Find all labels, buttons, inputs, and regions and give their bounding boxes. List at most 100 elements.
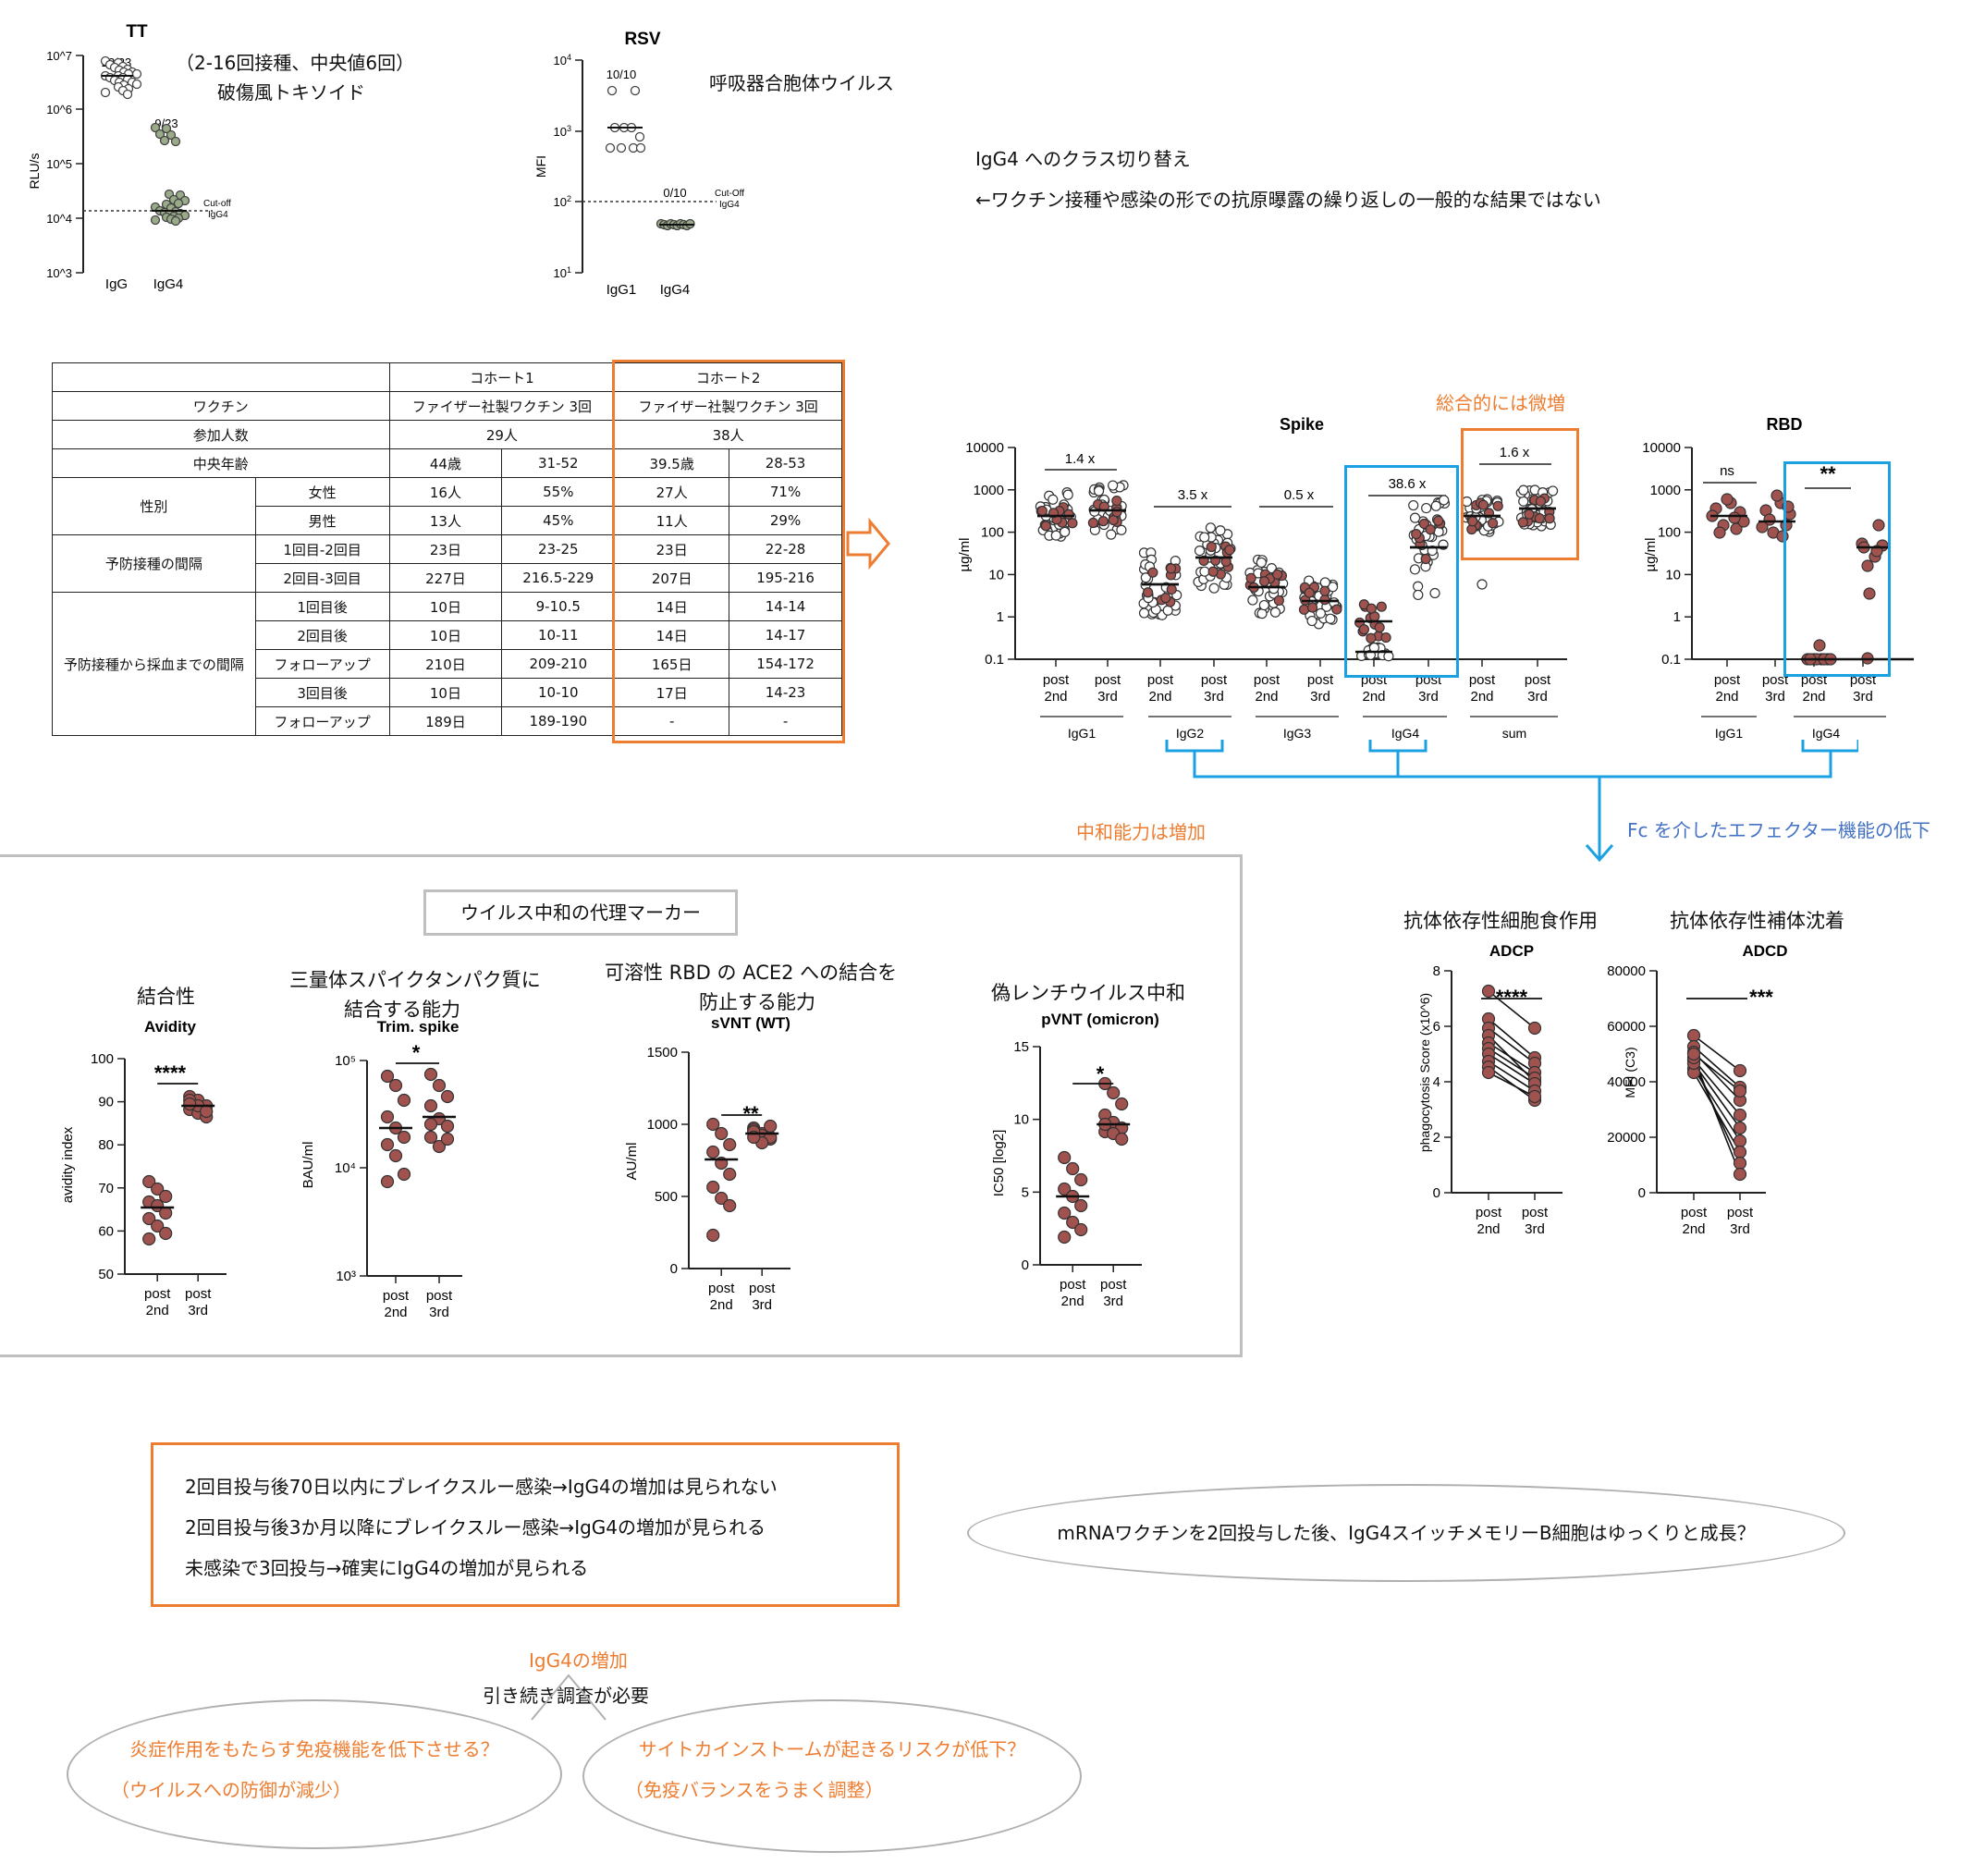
x-label: 3rd: [1525, 1221, 1545, 1237]
cell: 227日: [388, 563, 503, 593]
spike-point: [1194, 545, 1206, 557]
tt-cutoff2: IgG4: [208, 210, 228, 220]
neut-point: [715, 1191, 729, 1206]
rsv-count-igg1: 10/10: [607, 67, 637, 81]
eff-point: [1481, 984, 1496, 999]
spike-title: Spike: [1280, 415, 1324, 434]
fold-label: 3.5 x: [1178, 487, 1208, 503]
neut-point: [380, 1137, 395, 1152]
adcd-ylabel: MFI (C3): [1623, 1047, 1637, 1097]
neut-point: [159, 1189, 173, 1204]
rsv-ylabel: MFI: [533, 155, 548, 178]
cell: 22-28: [729, 534, 842, 564]
tt-note1: （2-16回接種、中央値6回）: [176, 52, 415, 74]
x-label: post: [708, 1281, 735, 1296]
effector-charts: ADCP ADCD phagocytosis Score (x10^6) MFI…: [1417, 942, 1788, 1237]
x-label: 2nd: [1682, 1221, 1705, 1237]
finding: 2回目投与後70日以内にブレイクスルー感染→IgG4の増加は見られない: [185, 1476, 778, 1498]
fold-label: 1.4 x: [1065, 451, 1096, 467]
tt-point: [150, 215, 161, 226]
pair-line: [1693, 1053, 1741, 1092]
rbd-point: [1728, 511, 1741, 524]
pvnt-sig: *: [1097, 1062, 1105, 1085]
cell: 55%: [501, 477, 616, 507]
cell: 29人: [388, 420, 616, 449]
svg-text:103: 103: [554, 124, 571, 139]
trim-ylabel: BAU/ml: [300, 1142, 316, 1189]
tt-note2: 破傷風トキソイド: [217, 81, 365, 104]
x-label: 2nd: [1802, 689, 1825, 705]
neut-point: [1115, 1097, 1129, 1111]
spike-point: [1298, 604, 1310, 615]
tick-label: 1: [1673, 609, 1681, 625]
group-label: IgG2: [1176, 726, 1205, 741]
cell: -: [614, 706, 730, 736]
cell: 1回目-2回目: [254, 534, 390, 564]
tt-point: [100, 87, 111, 98]
x-label: post: [426, 1288, 453, 1304]
group-label: IgG3: [1283, 726, 1312, 741]
pair-line: [1488, 1035, 1536, 1083]
tick-label: 1000: [1650, 483, 1681, 498]
spike-point: [1547, 485, 1559, 497]
neut-point: [440, 1119, 455, 1134]
x-label: 3rd: [429, 1305, 449, 1320]
th-cohort1: コホート1: [388, 362, 616, 392]
rsv-count-igg4: 0/10: [663, 186, 686, 200]
neut-point: [151, 1182, 165, 1196]
rsv-point: [634, 131, 645, 142]
tick-label: 0: [1638, 1185, 1646, 1201]
neut-point: [380, 1174, 395, 1189]
eff-points: [1481, 984, 1747, 1182]
adcp-jp: 抗体依存性細胞食作用: [1403, 910, 1598, 932]
group-label: IgG4: [1391, 726, 1420, 741]
spike-point: [1247, 595, 1258, 606]
spike-point: [1304, 587, 1315, 598]
cell: 10-11: [501, 620, 616, 650]
rbd-point: [1863, 587, 1876, 600]
tick-label: 0.1: [985, 652, 1004, 668]
tick-label: 500: [655, 1189, 678, 1205]
x-label: 2nd: [710, 1297, 733, 1313]
cell: 23-25: [501, 534, 616, 564]
spike-point: [1207, 566, 1219, 577]
spike-point: [1411, 528, 1422, 540]
tt-cat: IgG: [105, 276, 128, 292]
tt-point: [165, 129, 177, 141]
pair-line: [1693, 1062, 1741, 1129]
spike-point: [1477, 499, 1489, 510]
spike-point: [1106, 529, 1117, 540]
x-label: 3rd: [752, 1297, 772, 1313]
cell: 189-190: [501, 706, 616, 736]
tt-point: [122, 89, 133, 100]
neut-point: [183, 1097, 197, 1111]
group-label: IgG4: [1812, 726, 1841, 741]
tt-ylabel: RLU/s: [27, 153, 42, 190]
spike-point: [1142, 587, 1154, 598]
neut-points: [141, 1062, 1131, 1246]
cell: 13人: [388, 506, 503, 535]
cell: 10日: [388, 592, 503, 621]
tick-label: 20000: [1607, 1130, 1646, 1146]
row-label: 予防接種の間隔: [52, 534, 256, 593]
spike-point: [1087, 517, 1099, 529]
x-label: 2nd: [1061, 1294, 1084, 1309]
cell: 45%: [501, 506, 616, 535]
neut-point: [723, 1137, 737, 1152]
spike-point: [1319, 595, 1330, 606]
x-label: post: [1307, 672, 1334, 688]
pvnt-jp: 偽レンチウイルス中和: [991, 982, 1185, 1004]
tick-label: 2: [1433, 1130, 1440, 1146]
tick-label: 10000: [1642, 440, 1681, 456]
svnt-jp1: 可溶性 RBD の ACE2 への結合を: [605, 962, 898, 984]
tick-label: 10⁴: [335, 1160, 356, 1176]
cell: 14日: [614, 620, 730, 650]
neut-point: [432, 1078, 447, 1093]
spike-point: [1418, 518, 1430, 530]
neut-point: [1074, 1172, 1088, 1187]
callout-lines: [531, 1674, 607, 1721]
x-label: post: [1201, 672, 1228, 688]
tick-label: 100: [1658, 525, 1681, 541]
neut-point: [380, 1110, 395, 1124]
neut-point: [142, 1211, 156, 1226]
